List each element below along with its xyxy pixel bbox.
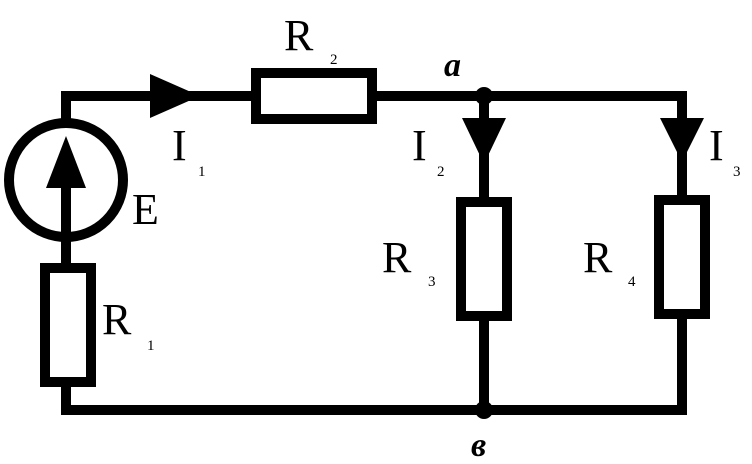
label-i2: I xyxy=(412,121,427,170)
label-r2: R xyxy=(284,11,314,60)
label-r4: R xyxy=(583,233,613,282)
current-i3-arrow-icon xyxy=(660,118,704,162)
resistor-r3 xyxy=(456,197,512,321)
current-i1-arrow-icon xyxy=(150,74,200,118)
label-r4-sub: 4 xyxy=(628,274,636,290)
source-arrow-head-icon xyxy=(46,136,86,188)
label-i3: I xyxy=(709,121,724,170)
node-b-dot xyxy=(475,401,493,419)
emf-source xyxy=(4,118,128,242)
label-r2-sub: 2 xyxy=(330,52,338,68)
resistor-r4 xyxy=(654,195,710,319)
label-i1-sub: 1 xyxy=(198,164,206,180)
label-node-b: в xyxy=(471,427,486,464)
label-r3-sub: 3 xyxy=(428,274,436,290)
label-r1: R xyxy=(102,295,132,344)
label-r1-sub: 1 xyxy=(147,338,155,354)
resistors xyxy=(40,68,710,387)
current-i2-arrow-icon xyxy=(462,118,506,164)
label-i2-sub: 2 xyxy=(437,164,445,180)
node-a-dot xyxy=(475,87,493,105)
label-e: E xyxy=(132,185,159,234)
label-i3-sub: 3 xyxy=(733,164,741,180)
resistor-r1 xyxy=(40,263,96,387)
resistor-r2 xyxy=(251,68,377,124)
label-node-a: a xyxy=(444,47,461,84)
label-i1: I xyxy=(172,121,187,170)
label-r3: R xyxy=(382,233,412,282)
